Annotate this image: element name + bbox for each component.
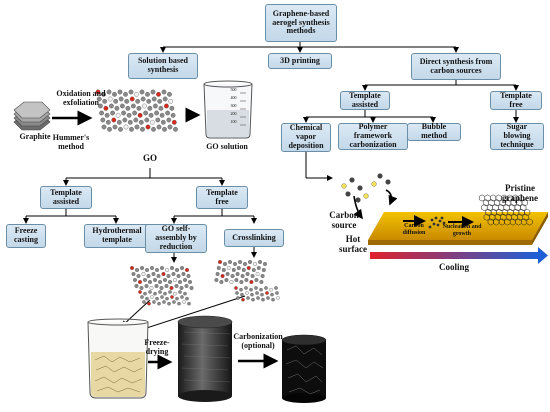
carbon-source-molecules-icon — [341, 173, 391, 203]
go-solution-label: GO solution — [206, 142, 248, 151]
carbonization-label: Carbonization (optional) — [233, 332, 283, 350]
direct-template-free-label: Template free — [500, 90, 532, 109]
solution-label: Solution based synthesis — [137, 56, 189, 74]
hydrothermal-label: Hydrothermal template — [92, 226, 142, 244]
carbon-diffusion-label: Carbon diffusion — [402, 223, 426, 236]
printing-label: 3D printing — [280, 55, 320, 65]
hot-surface-plate-icon — [368, 212, 548, 245]
carbonized-cylinder-icon — [281, 334, 327, 403]
freeze-drying-label: Freeze-drying — [144, 338, 170, 356]
solution-synthesis-box: Solution based synthesis — [128, 53, 198, 79]
direct-label: Direct synthesis from carbon sources — [419, 56, 493, 75]
pristine-graphene-label: Pristine graphene — [502, 183, 538, 204]
polymer-box: Polymer framework carbonization — [338, 122, 408, 150]
direct-template-assisted-box: Template assisted — [340, 91, 390, 110]
go-label: GO — [142, 153, 157, 163]
sugar-label: Sugar blowing technique — [500, 122, 534, 149]
solution-template-assisted-label: Template assisted — [50, 187, 82, 206]
carbon-source-label: Carbon source — [329, 210, 359, 231]
aerogel-cylinder-icon — [177, 315, 233, 402]
cooling-label: Cooling — [438, 262, 469, 272]
crosslinked-molecule-icon — [214, 260, 280, 302]
direct-template-free-box: Template free — [490, 91, 542, 110]
direct-synthesis-box: Direct synthesis from carbon sources — [411, 53, 501, 80]
crosslinking-label: Crosslinking — [232, 232, 276, 242]
beaker-tick-100: 100 — [230, 119, 237, 124]
sugar-box: Sugar blowing technique — [490, 122, 544, 150]
nucleation-cluster-icon — [428, 216, 446, 229]
cooling-arrow-icon — [538, 247, 548, 264]
go-solution-beaker-icon — [203, 80, 253, 139]
go-self-assembly-label: GO self-assembly by reduction — [155, 224, 197, 251]
nucleation-label: Nucleation and growth — [442, 224, 482, 237]
beaker-tick-400: 400 — [230, 95, 237, 100]
graphite-stack-icon — [13, 101, 51, 131]
graphene-sheet-icon — [478, 194, 533, 226]
freeze-casting-box: Freeze casting — [6, 224, 46, 248]
oxidation-label: Oxidation and exfoliation — [56, 89, 106, 107]
beaker-tick-200: 200 — [230, 111, 237, 116]
beaker-tick-500: 500 — [230, 87, 237, 92]
direct-template-assisted-label: Template assisted — [349, 90, 381, 109]
cvd-panel — [341, 173, 548, 264]
cooling-gradient-bar — [370, 252, 538, 259]
polymer-label: Polymer framework carbonization — [349, 122, 397, 149]
printing-box: 3D printing — [268, 53, 332, 69]
tree-connectors — [23, 42, 519, 370]
crosslinking-box: Crosslinking — [224, 229, 284, 247]
self-assembly-molecule-icon — [130, 266, 194, 306]
hummers-label: Hummer's method — [52, 133, 90, 151]
cvd-box: Chemical vapor deposition — [281, 123, 331, 152]
root-label: Graphene-based aerogel synthesis methods — [272, 8, 330, 36]
hydrothermal-box: Hydrothermal template — [84, 224, 150, 248]
freeze-casting-label: Freeze casting — [14, 226, 38, 244]
solution-template-free-box: Template free — [196, 186, 248, 209]
cvd-label: Chemical vapor deposition — [288, 123, 324, 150]
root-box: Graphene-based aerogel synthesis methods — [265, 4, 337, 42]
bubble-box: Bubble method — [407, 122, 461, 141]
bubble-label: Bubble method — [421, 122, 447, 140]
solution-template-assisted-box: Template assisted — [40, 186, 92, 209]
go-molecule-icon — [95, 89, 178, 132]
hot-surface-label: Hot surface — [339, 234, 367, 255]
solution-template-free-label: Template free — [206, 187, 238, 206]
graphite-label: Graphite — [19, 132, 51, 141]
go-self-assembly-box: GO self-assembly by reduction — [145, 224, 207, 253]
freeze-beaker-icon — [87, 318, 149, 399]
beaker-tick-300: 300 — [230, 103, 237, 108]
